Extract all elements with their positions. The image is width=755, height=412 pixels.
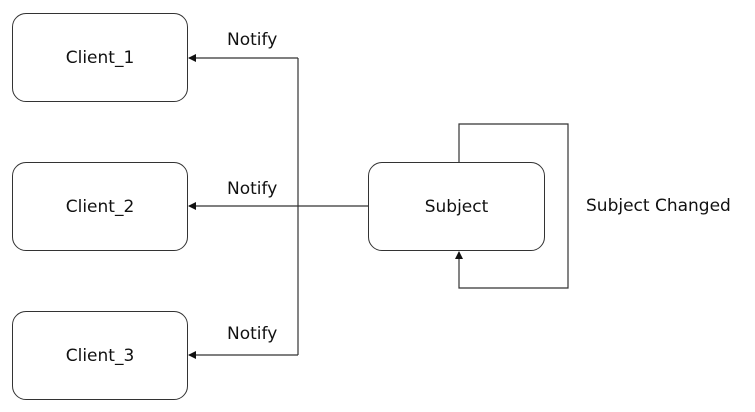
subject-changed-label: Subject Changed xyxy=(586,196,731,216)
subject-label: Subject xyxy=(424,196,489,217)
client-1-label: Client_1 xyxy=(65,47,135,68)
notify-label-3: Notify xyxy=(227,324,278,344)
client-1-node: Client_1 xyxy=(12,13,188,102)
client-3-label: Client_3 xyxy=(65,345,135,366)
client-2-node: Client_2 xyxy=(12,162,188,251)
subject-node: Subject xyxy=(368,162,545,251)
subject-self-loop xyxy=(455,123,569,289)
notify-label-1: Notify xyxy=(227,30,278,50)
client-2-label: Client_2 xyxy=(65,196,135,217)
notify-label-2: Notify xyxy=(227,179,278,199)
client-3-node: Client_3 xyxy=(12,311,188,400)
